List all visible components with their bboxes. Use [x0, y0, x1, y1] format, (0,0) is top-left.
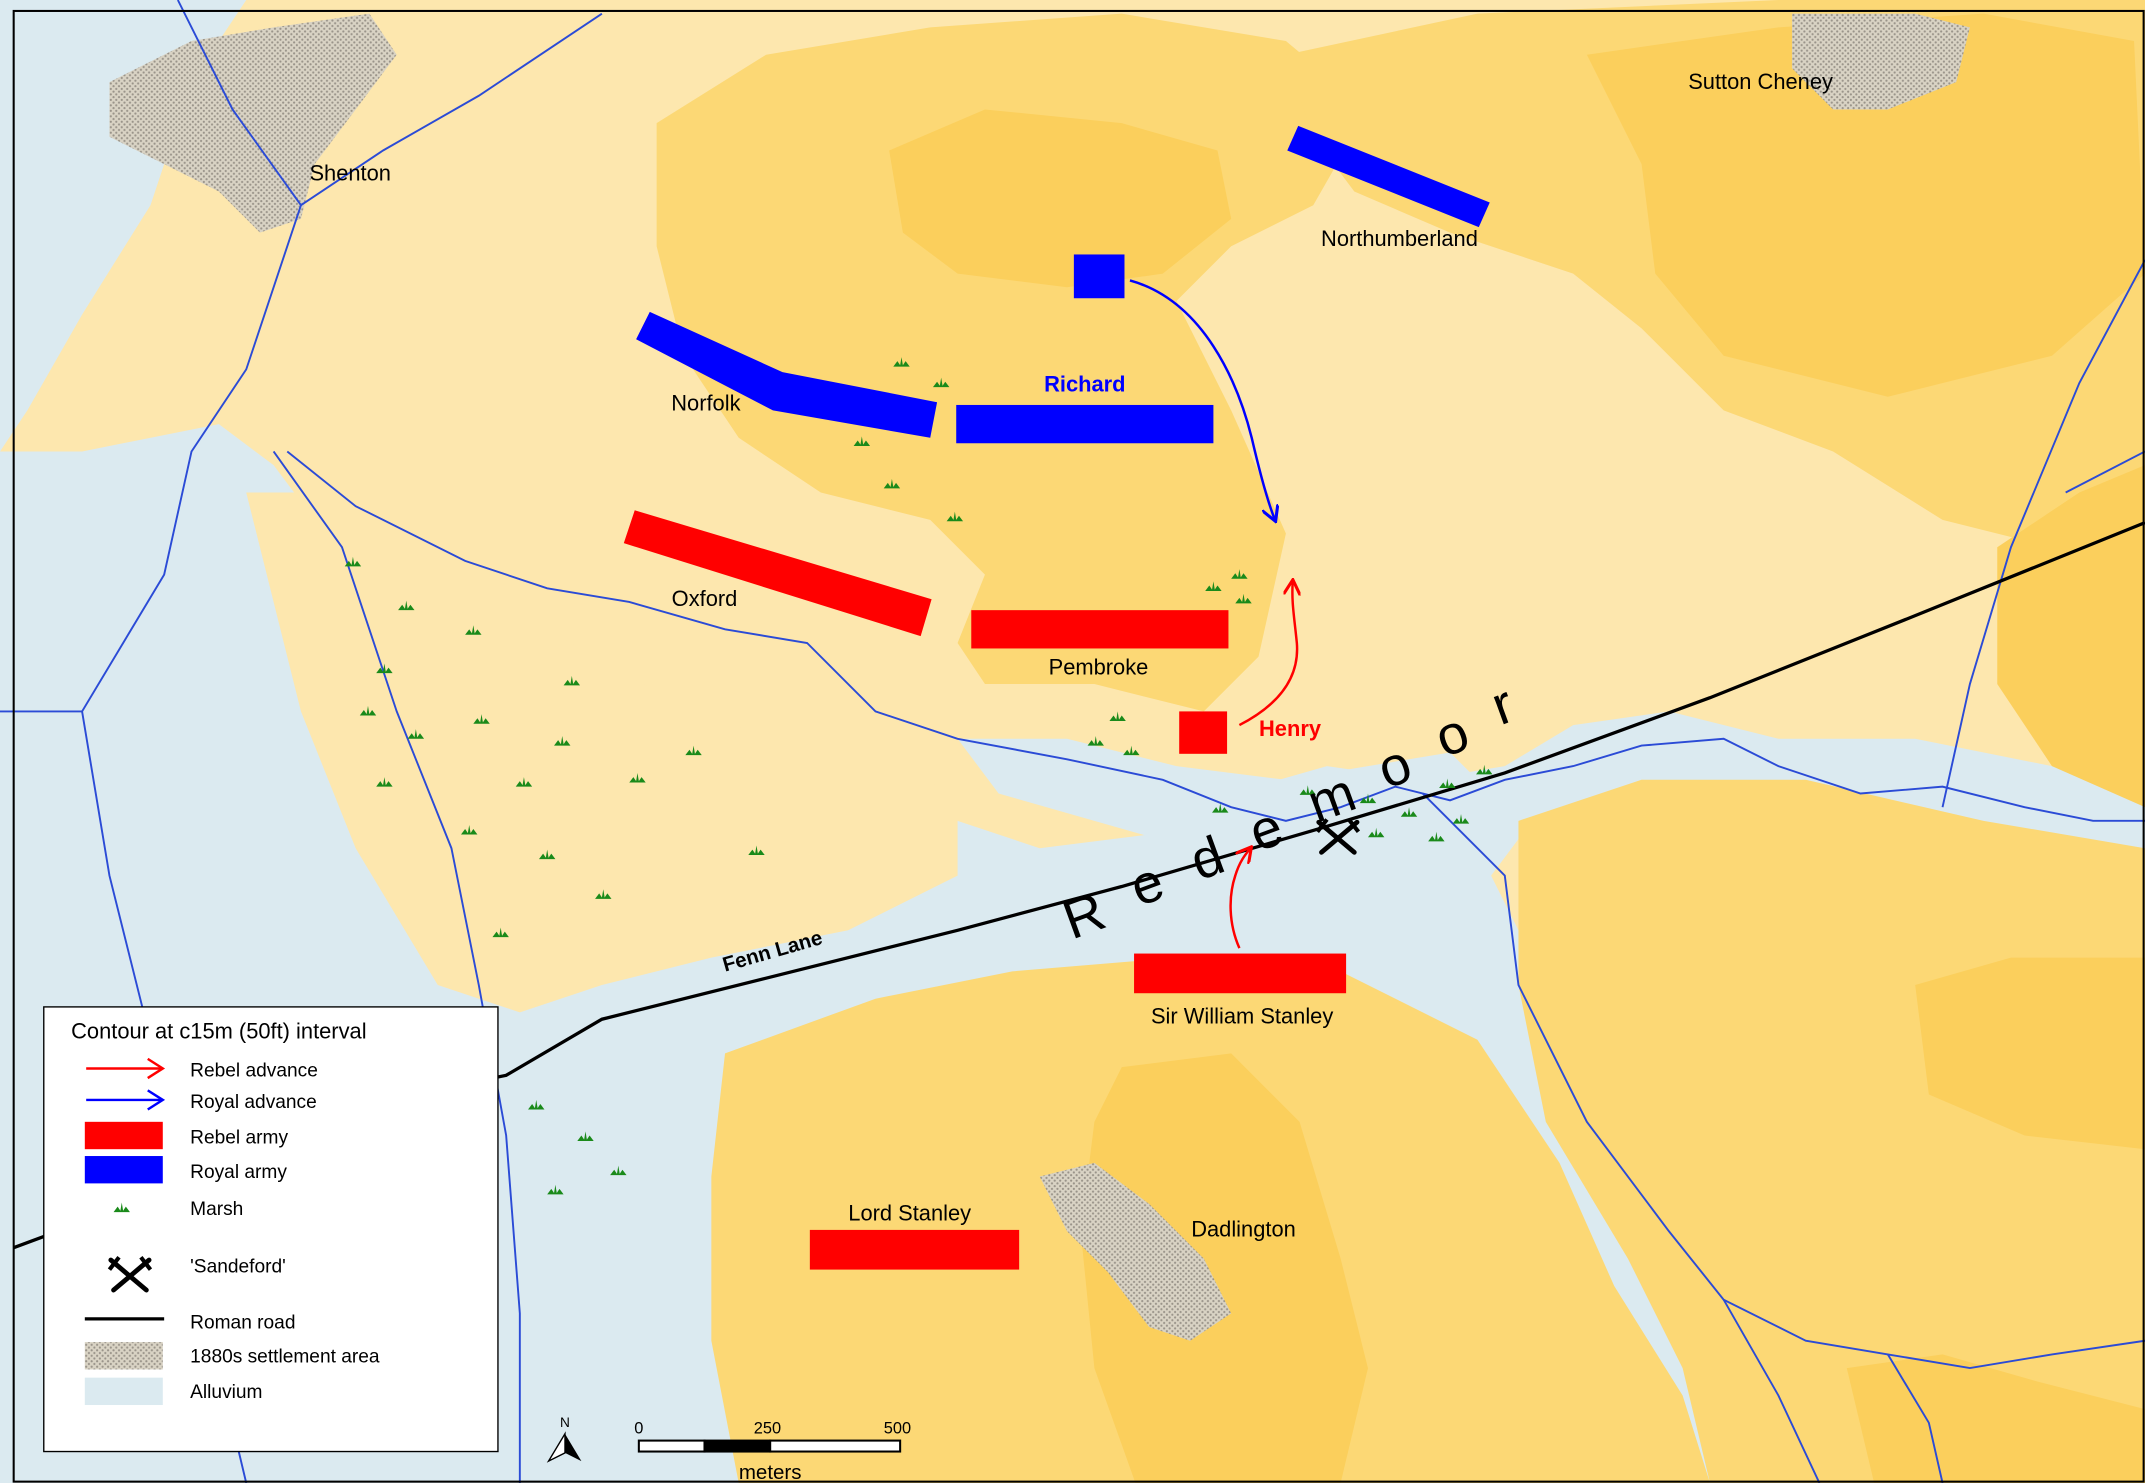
legend-sandeford: 'Sandeford' — [190, 1256, 286, 1277]
label-norfolk: Norfolk — [671, 390, 740, 415]
svg-text:N: N — [560, 1415, 570, 1430]
lord-stanley-army — [809, 1229, 1020, 1270]
label-sutton-cheney: Sutton Cheney — [1688, 69, 1833, 94]
northumberland-army — [1287, 125, 1490, 228]
north-arrow-icon: N — [546, 1415, 582, 1463]
red-arrow-icon — [86, 1057, 166, 1080]
legend-rebel-advance: Rebel advance — [190, 1061, 318, 1082]
legend: Contour at c15m (50ft) interval Rebel ad… — [43, 1006, 499, 1453]
oxford-army — [623, 510, 932, 637]
pembroke-army — [971, 610, 1229, 649]
richard-army — [956, 404, 1214, 444]
sir-william-stanley-army — [1134, 953, 1347, 994]
rebel-advance-arrow-henry — [1238, 581, 1297, 727]
scale-tick-500: 500 — [884, 1420, 911, 1438]
scale-tick-250: 250 — [754, 1420, 781, 1438]
norfolk-army — [636, 311, 938, 438]
scale-bar: 0 250 500 meters — [634, 1420, 911, 1483]
legend-royal-advance: Royal advance — [190, 1092, 317, 1113]
label-dadlington: Dadlington — [1191, 1217, 1296, 1242]
settlement-areas — [109, 13, 1970, 1341]
legend-royal-army: Royal army — [190, 1162, 287, 1183]
blue-rect-icon — [84, 1156, 163, 1184]
legend-title: Contour at c15m (50ft) interval — [71, 1018, 366, 1043]
scale-unit: meters — [739, 1461, 802, 1483]
label-oxford: Oxford — [672, 586, 738, 611]
scale-tick-0: 0 — [634, 1420, 643, 1438]
label-richard: Richard — [1044, 371, 1125, 396]
legend-roman-road: Roman road — [190, 1312, 295, 1333]
high-ground — [656, 0, 2145, 1483]
label-pembroke: Pembroke — [1049, 654, 1149, 679]
legend-marsh: Marsh — [190, 1199, 243, 1220]
label-northumberland: Northumberland — [1321, 226, 1478, 251]
red-rect-icon — [84, 1121, 163, 1150]
royal-advance-arrow — [1129, 279, 1275, 519]
rebel-advance-arrow-stanley — [1229, 848, 1251, 949]
richard-reserve-army — [1073, 254, 1125, 299]
legend-rebel-army: Rebel army — [190, 1128, 288, 1149]
legend-settlement: 1880s settlement area — [190, 1347, 380, 1368]
label-lord-stanley: Lord Stanley — [848, 1200, 971, 1225]
pale-blue-area-icon — [84, 1377, 163, 1406]
label-henry: Henry — [1259, 716, 1322, 741]
henry-army — [1179, 711, 1228, 754]
label-shenton: Shenton — [309, 161, 390, 186]
legend-alluvium: Alluvium — [190, 1382, 262, 1403]
label-sir-william-stanley: Sir William Stanley — [1151, 1003, 1333, 1028]
map-frame — [12, 9, 2145, 1483]
royal-armies — [636, 125, 1490, 444]
blue-arrow-icon — [86, 1089, 166, 1111]
dotted-area-icon — [84, 1342, 163, 1370]
rebel-armies — [623, 510, 1347, 1270]
